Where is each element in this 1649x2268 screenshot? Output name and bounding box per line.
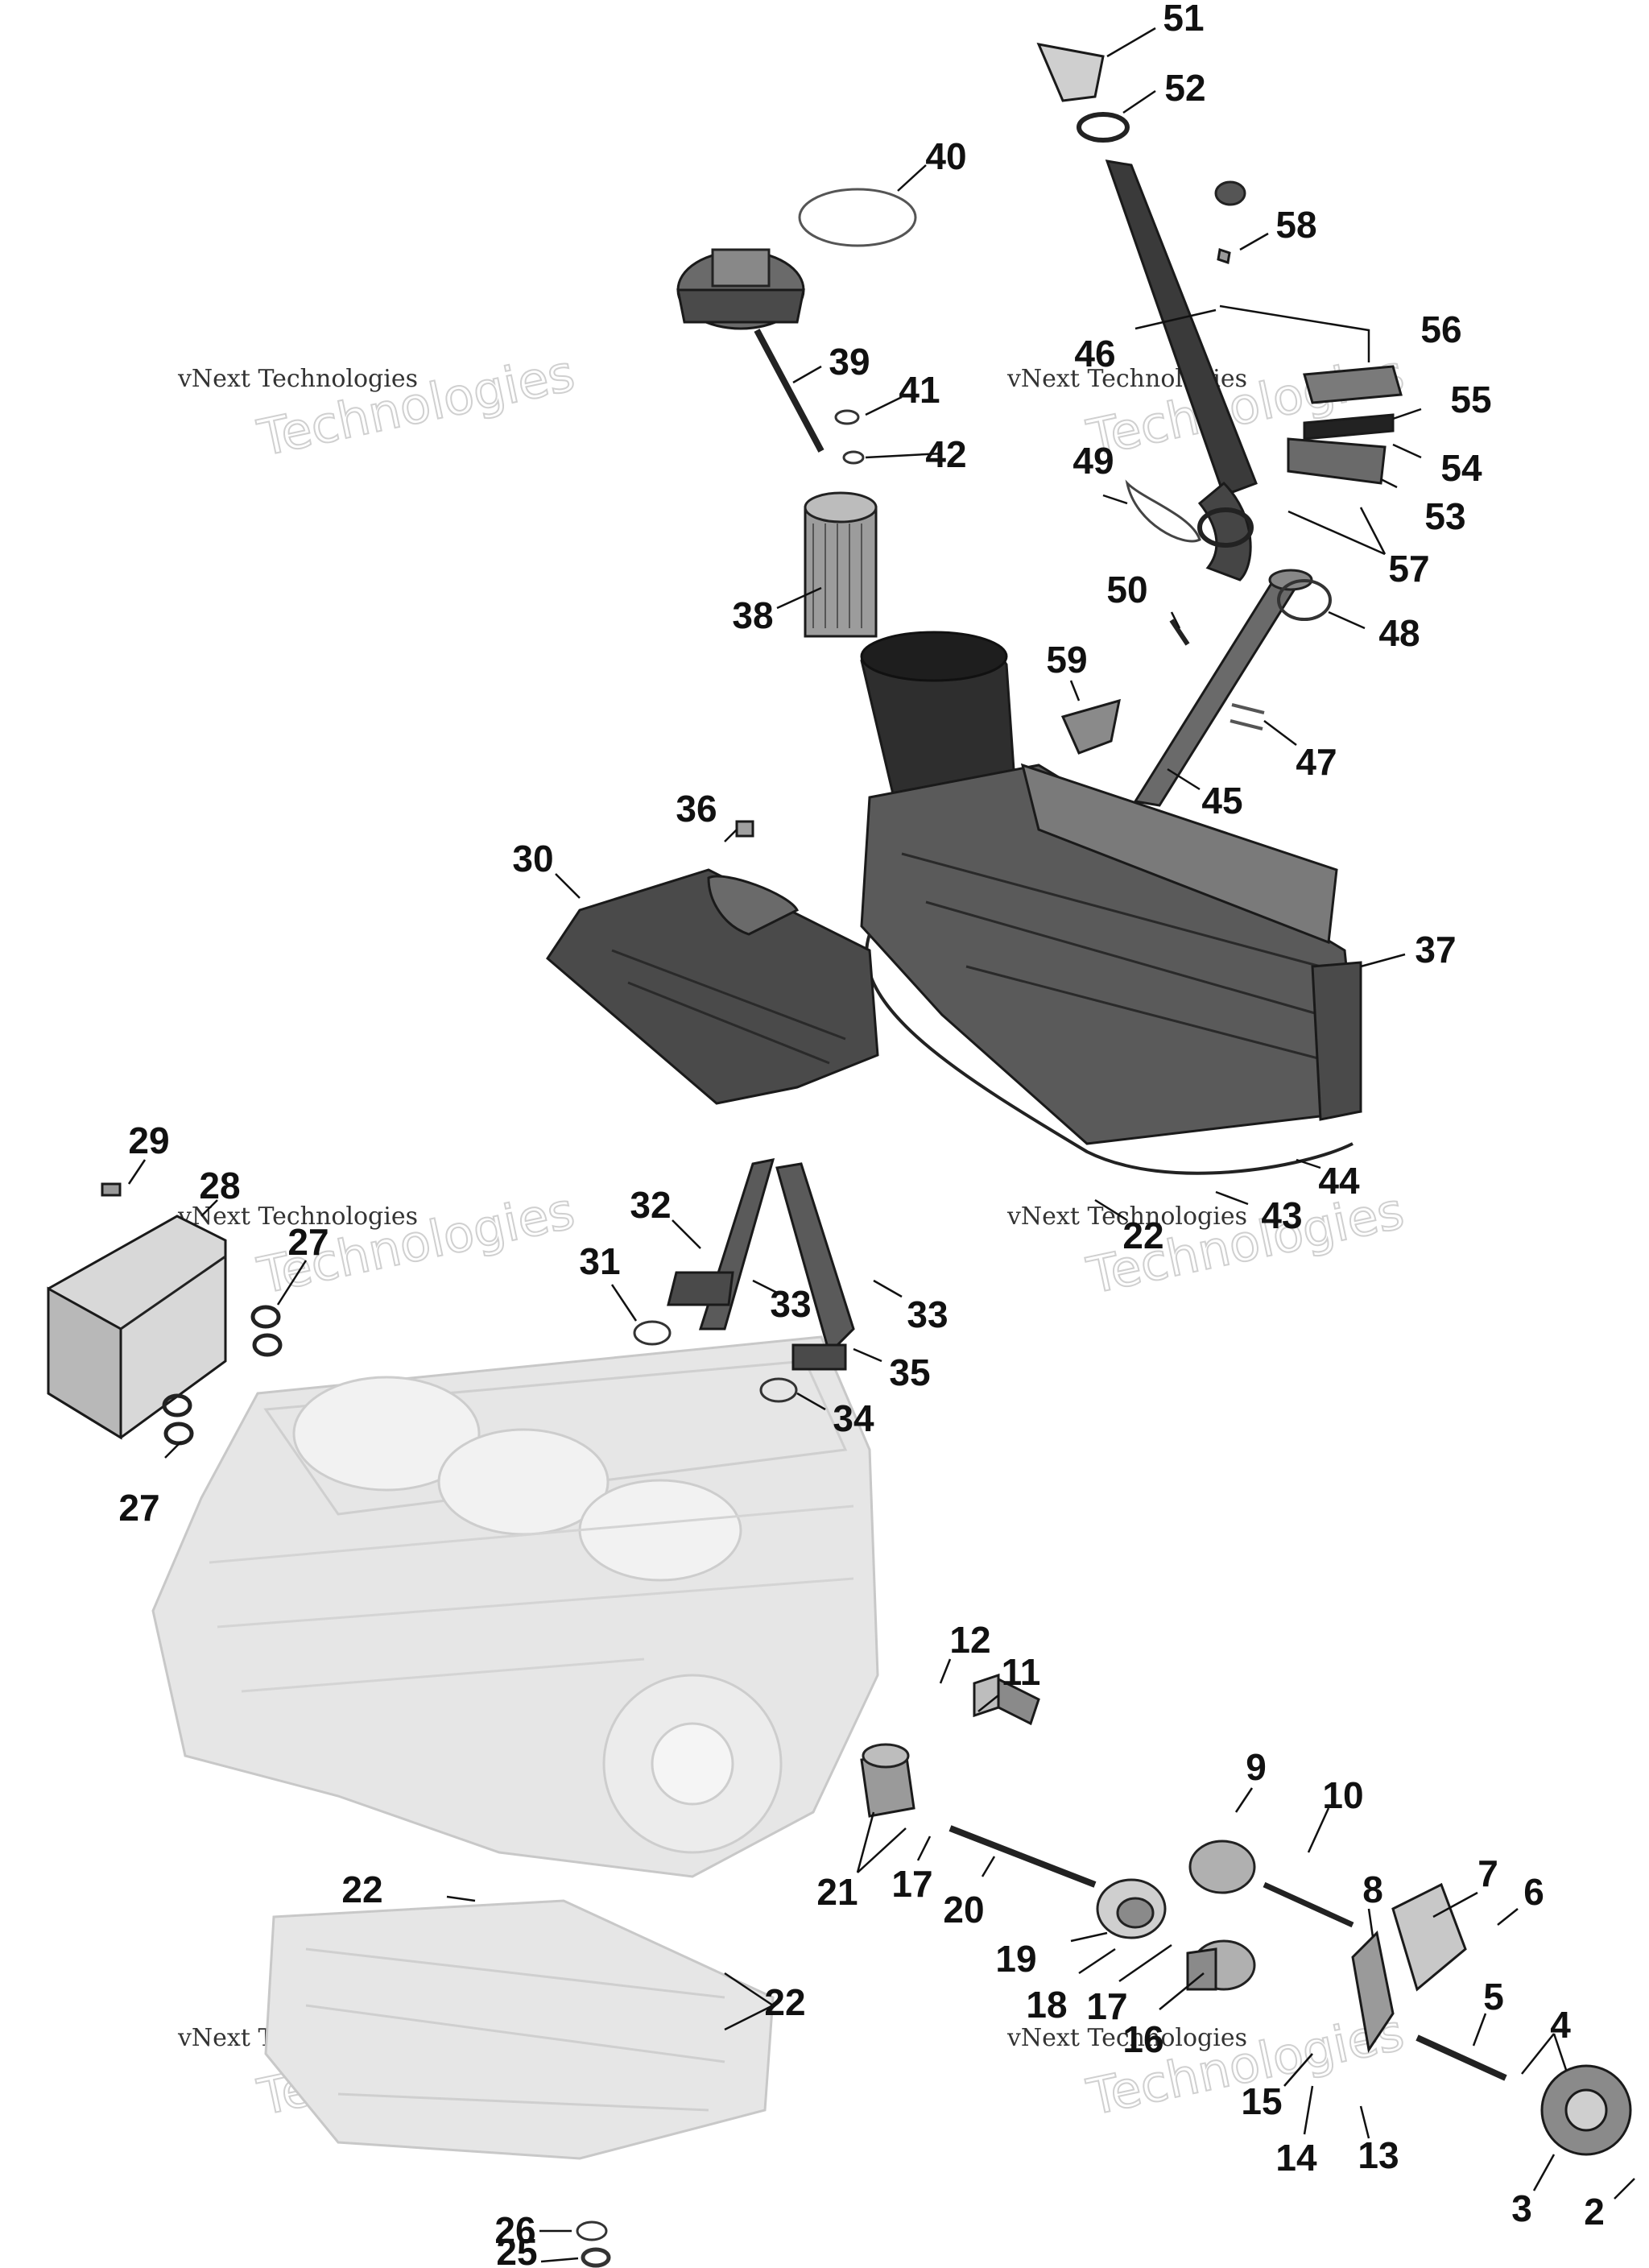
watermark-large-text: Technologies [253, 343, 580, 467]
callout-label: 38 [732, 594, 773, 636]
watermark-small-text: vNext Technologies [1006, 1202, 1247, 1231]
callout-label: 45 [1201, 780, 1242, 822]
oil-filler-cap [1036, 43, 1258, 581]
callout-label: 6 [1523, 1871, 1544, 1913]
engine-block-ghost [151, 1335, 879, 2160]
callout-label: 54 [1440, 447, 1482, 489]
callout-label: 4 [1550, 2004, 1571, 2046]
callout-label: 58 [1275, 204, 1316, 246]
callout-label: 12 [949, 1619, 990, 1661]
watermark-small-text: vNext Technologies [1006, 2024, 1247, 2052]
callout-label: 44 [1318, 1160, 1360, 1202]
callout-label: 10 [1322, 1774, 1363, 1816]
callout-label: 50 [1106, 569, 1147, 610]
callout-label: 20 [943, 1889, 984, 1931]
heat-shield [546, 820, 879, 1105]
callout-label: 14 [1275, 2137, 1317, 2179]
callout-label: 35 [889, 1351, 930, 1393]
callout-label: 26 [494, 2209, 535, 2251]
callout-label: 15 [1241, 2080, 1282, 2122]
callout-label: 33 [907, 1293, 948, 1335]
callout-label: 43 [1261, 1194, 1302, 1236]
callout-label: 7 [1477, 1852, 1498, 1894]
callout-label: 51 [1163, 0, 1204, 39]
callout-label: 2 [1584, 2191, 1605, 2233]
callout-label: 52 [1164, 67, 1205, 109]
return-tube-hardware [1060, 248, 1403, 807]
callout-label: 30 [512, 838, 553, 879]
watermark-small-text: vNext Technologies [177, 1202, 418, 1231]
callout-label: 21 [816, 1871, 858, 1913]
callout-label: 32 [630, 1184, 671, 1226]
callout-label: 40 [925, 135, 966, 177]
callout-label: 34 [833, 1397, 874, 1439]
callout-label: 57 [1388, 548, 1429, 590]
callout-label: 56 [1420, 308, 1461, 350]
callout-label: 47 [1296, 741, 1337, 783]
callout-label: 22 [764, 1981, 805, 2023]
callout-label: 17 [891, 1863, 932, 1905]
callout-label: 59 [1046, 639, 1087, 681]
oil-pump-assembly [860, 1673, 1632, 2156]
callout-label: 42 [925, 433, 966, 475]
callout-label: 5 [1483, 1976, 1504, 2018]
oil-filter-assembly [676, 188, 917, 638]
callout-labels: 51 52 40 58 39 46 56 41 55 42 54 49 53 5… [118, 0, 1604, 2268]
watermark-small-text: vNext Technologies [177, 365, 418, 393]
oil-tank [860, 631, 1362, 1175]
callout-label: 53 [1424, 495, 1465, 537]
callout-label: 27 [287, 1221, 329, 1263]
callout-label: 8 [1362, 1869, 1383, 1910]
callout-label: 33 [770, 1283, 811, 1325]
callout-label: 22 [341, 1869, 382, 1910]
callout-label: 16 [1122, 2018, 1163, 2060]
callout-label: 55 [1450, 379, 1491, 420]
callout-label: 46 [1074, 333, 1115, 375]
callout-label: 27 [118, 1487, 159, 1529]
callout-label: 37 [1415, 929, 1456, 971]
callout-label: 19 [995, 1938, 1036, 1980]
callout-label: 22 [1122, 1215, 1163, 1256]
callout-label: 36 [676, 788, 717, 830]
callout-label: 17 [1086, 1985, 1127, 2027]
callout-label: 18 [1026, 1984, 1067, 2026]
callout-label: 13 [1358, 2134, 1399, 2176]
callout-label: 11 [1002, 1651, 1041, 1693]
callout-label: 29 [128, 1120, 169, 1161]
callout-label: 9 [1246, 1746, 1267, 1788]
callout-label: 25 [496, 2231, 537, 2268]
callout-label: 39 [829, 341, 870, 383]
callout-label: 48 [1378, 612, 1420, 654]
callout-label: 3 [1511, 2187, 1532, 2229]
callout-label: 31 [579, 1240, 620, 1282]
callout-label: 28 [199, 1165, 240, 1206]
leader-lines [127, 27, 1635, 2268]
callout-label: 41 [899, 369, 940, 411]
callout-label: 49 [1072, 440, 1114, 482]
oil-pickup-lines [633, 1158, 855, 1403]
oil-cooler [47, 1182, 283, 1446]
